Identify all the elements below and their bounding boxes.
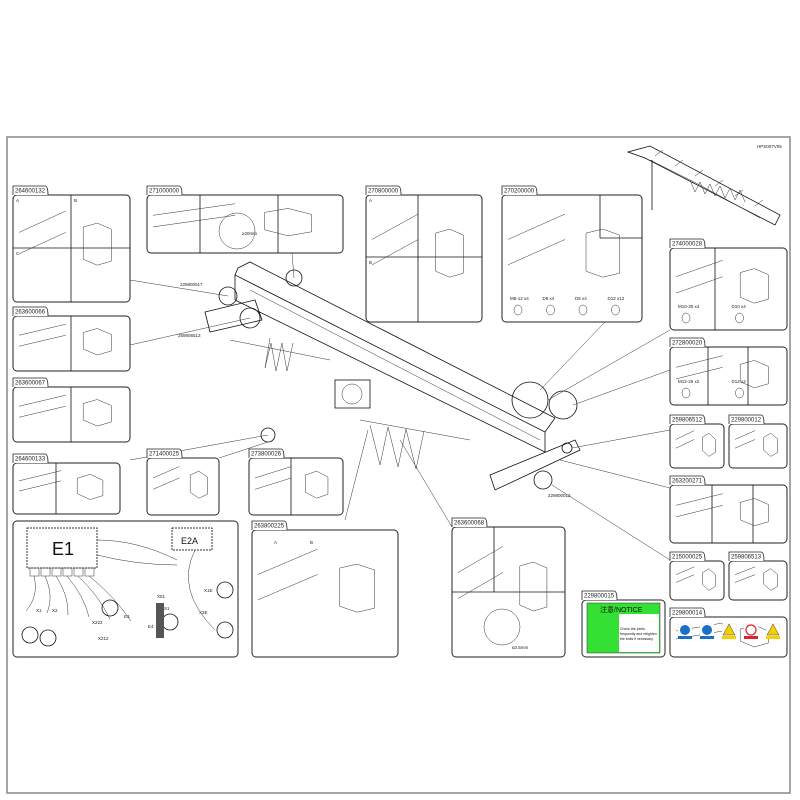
cell-label: C (16, 251, 20, 256)
panel-259806513: 259806513 (728, 551, 788, 601)
wire-label: X1 (36, 608, 42, 613)
fastener-label: D12 x12 (608, 296, 625, 301)
panel-271000000: 271000000 ≥20mm (146, 185, 344, 254)
panel-215000025: 215000025 (669, 551, 725, 601)
fastener-label: M12-25 x2 (678, 379, 700, 384)
wire-label: E3 (124, 614, 130, 619)
cell-label: B (74, 198, 77, 203)
leader-lines (129, 252, 671, 561)
box-e2a-label: E2A (181, 536, 198, 546)
callout-label: 229800017 (180, 282, 203, 287)
part-number-tag: 263200271 (672, 479, 703, 485)
wire-label: X51 (157, 594, 166, 599)
sheet-border (6, 136, 791, 794)
notice-line: the bolts if necessary. (620, 637, 654, 641)
wire-label: X222 (92, 620, 103, 625)
callout-label: 259806513 (178, 333, 201, 338)
dimension-note: ≥20mm (242, 231, 257, 236)
fastener-label: D8 x4 (543, 296, 555, 301)
part-number-tag: 270200000 (504, 189, 535, 195)
crane-overview (626, 145, 781, 226)
panel-263200271: 263200271 (669, 475, 788, 544)
part-number-tag: 263600068 (454, 521, 485, 527)
part-number-tag: 229800015 (584, 594, 615, 600)
main-crane-assembly: 229800017 259806513 229800012 (178, 261, 581, 498)
panel-263600066: 263600066 (12, 306, 131, 372)
panel-264600133: 264600133 (12, 453, 121, 515)
fastener-label: D12 x2 (732, 379, 747, 384)
cell-label: B (310, 540, 313, 545)
wire-label: E4 (148, 624, 154, 629)
fastener-label: M8-12 x4 (510, 296, 529, 301)
part-number-tag: 263600066 (15, 310, 46, 316)
part-number-tag: 274000028 (672, 242, 703, 248)
part-number-tag: 229800012 (731, 418, 762, 424)
wire-label: X2 (52, 608, 58, 613)
part-number-tag: 263800225 (254, 524, 285, 530)
wire-label: X212 (98, 636, 109, 641)
part-number-tag: 263600067 (15, 381, 46, 387)
part-number-tag: 229800014 (672, 611, 703, 617)
part-number-tag: 271400025 (149, 452, 180, 458)
cell-label: B (369, 260, 372, 265)
part-number-tag: 273800026 (251, 452, 282, 458)
cell-label: A (274, 540, 277, 545)
wire-label: X1E (204, 588, 213, 593)
panel-229800012: 229800012 (728, 414, 788, 469)
part-number-tag: 215000025 (672, 555, 703, 561)
part-number-tag: 259806512 (672, 418, 703, 424)
wire-label: S1 (164, 606, 170, 611)
fastener-label: D10 x4 (732, 304, 747, 309)
panel-259806512: 259806512 (669, 414, 725, 469)
drawing-code: HPS007V05 (757, 144, 782, 149)
panel-263600067: 263600067 (12, 377, 131, 443)
part-number-tag: 259806513 (731, 555, 762, 561)
fastener-label: D8 x4 (575, 296, 587, 301)
panel-263600068: 263600068 ≤0.5mm (451, 517, 566, 658)
fastener-label: M10-30 x4 (678, 304, 700, 309)
cell-label: A (369, 198, 372, 203)
part-number-tag: 264600132 (15, 189, 46, 195)
dimension-note: ≤0.5mm (512, 645, 528, 650)
panel-271400025: 271400025 (146, 448, 220, 516)
callout-label: 229800012 (548, 493, 571, 498)
panel-273800026: 273800026 (248, 448, 344, 516)
notice-title: 注意/NOTICE (600, 605, 643, 614)
box-e1-label: E1 (52, 539, 74, 559)
notice-line: frequently and retighten (620, 632, 657, 636)
notice-line: Check the joints (620, 627, 645, 631)
part-number-tag: 270800000 (368, 189, 399, 195)
cell-label: A (16, 198, 19, 203)
wire-label: X2E (199, 610, 208, 615)
part-number-tag: 271000000 (149, 189, 180, 195)
part-number-tag: 264600133 (15, 457, 46, 463)
part-number-tag: 272800020 (672, 341, 703, 347)
